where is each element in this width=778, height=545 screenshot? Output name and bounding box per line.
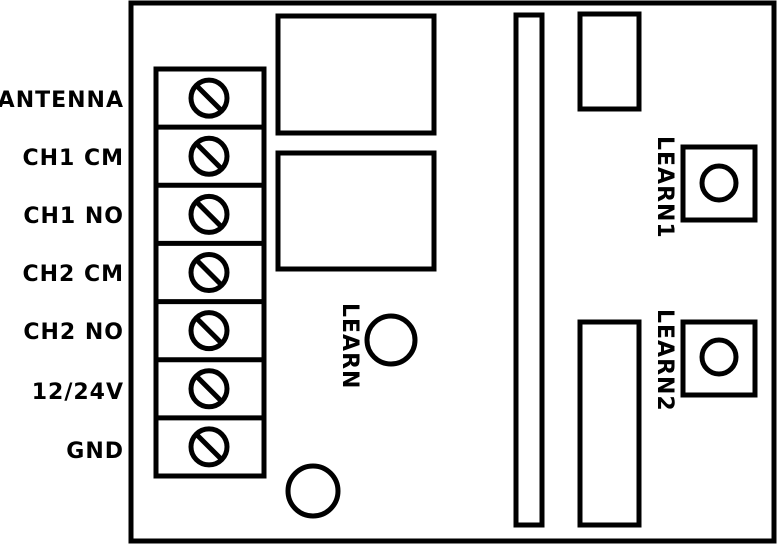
learn2-label: LEARN2 (652, 309, 677, 412)
terminal-block (153, 66, 267, 479)
learn2-button-frame[interactable] (680, 319, 758, 398)
board-outline (128, 0, 777, 544)
terminal-label-antenna: ANTENNA (0, 88, 124, 113)
terminal-screw-icon (188, 135, 230, 177)
top-component (577, 11, 642, 112)
terminal-screw-icon (188, 252, 230, 293)
learn-button[interactable] (364, 313, 418, 367)
relay-1 (275, 13, 437, 136)
mounting-hole (285, 463, 341, 519)
terminal-label-ch2-no: CH2 NO (23, 320, 124, 345)
learn1-label: LEARN1 (652, 136, 677, 239)
terminal-label-gnd: GND (66, 439, 124, 464)
learn-label: LEARN (337, 303, 362, 389)
terminal-screw-icon (188, 193, 230, 235)
vertical-strip (513, 12, 545, 528)
relay-2 (275, 150, 437, 272)
terminal-label-ch1-cm: CH1 CM (22, 146, 124, 171)
terminal-label-12-24v: 12/24V (32, 380, 124, 405)
terminal-label-ch1-no: CH1 NO (23, 204, 124, 229)
bottom-component (577, 319, 642, 528)
learn2-button[interactable] (699, 337, 739, 377)
terminal-screw-icon (188, 310, 230, 352)
terminal-screw-icon (188, 368, 230, 410)
learn1-button[interactable] (699, 163, 739, 203)
terminal-label-ch2-cm: CH2 CM (22, 262, 124, 287)
learn1-button-frame[interactable] (680, 144, 758, 223)
terminal-screw-icon (188, 77, 230, 119)
terminal-screw-icon (188, 426, 230, 468)
